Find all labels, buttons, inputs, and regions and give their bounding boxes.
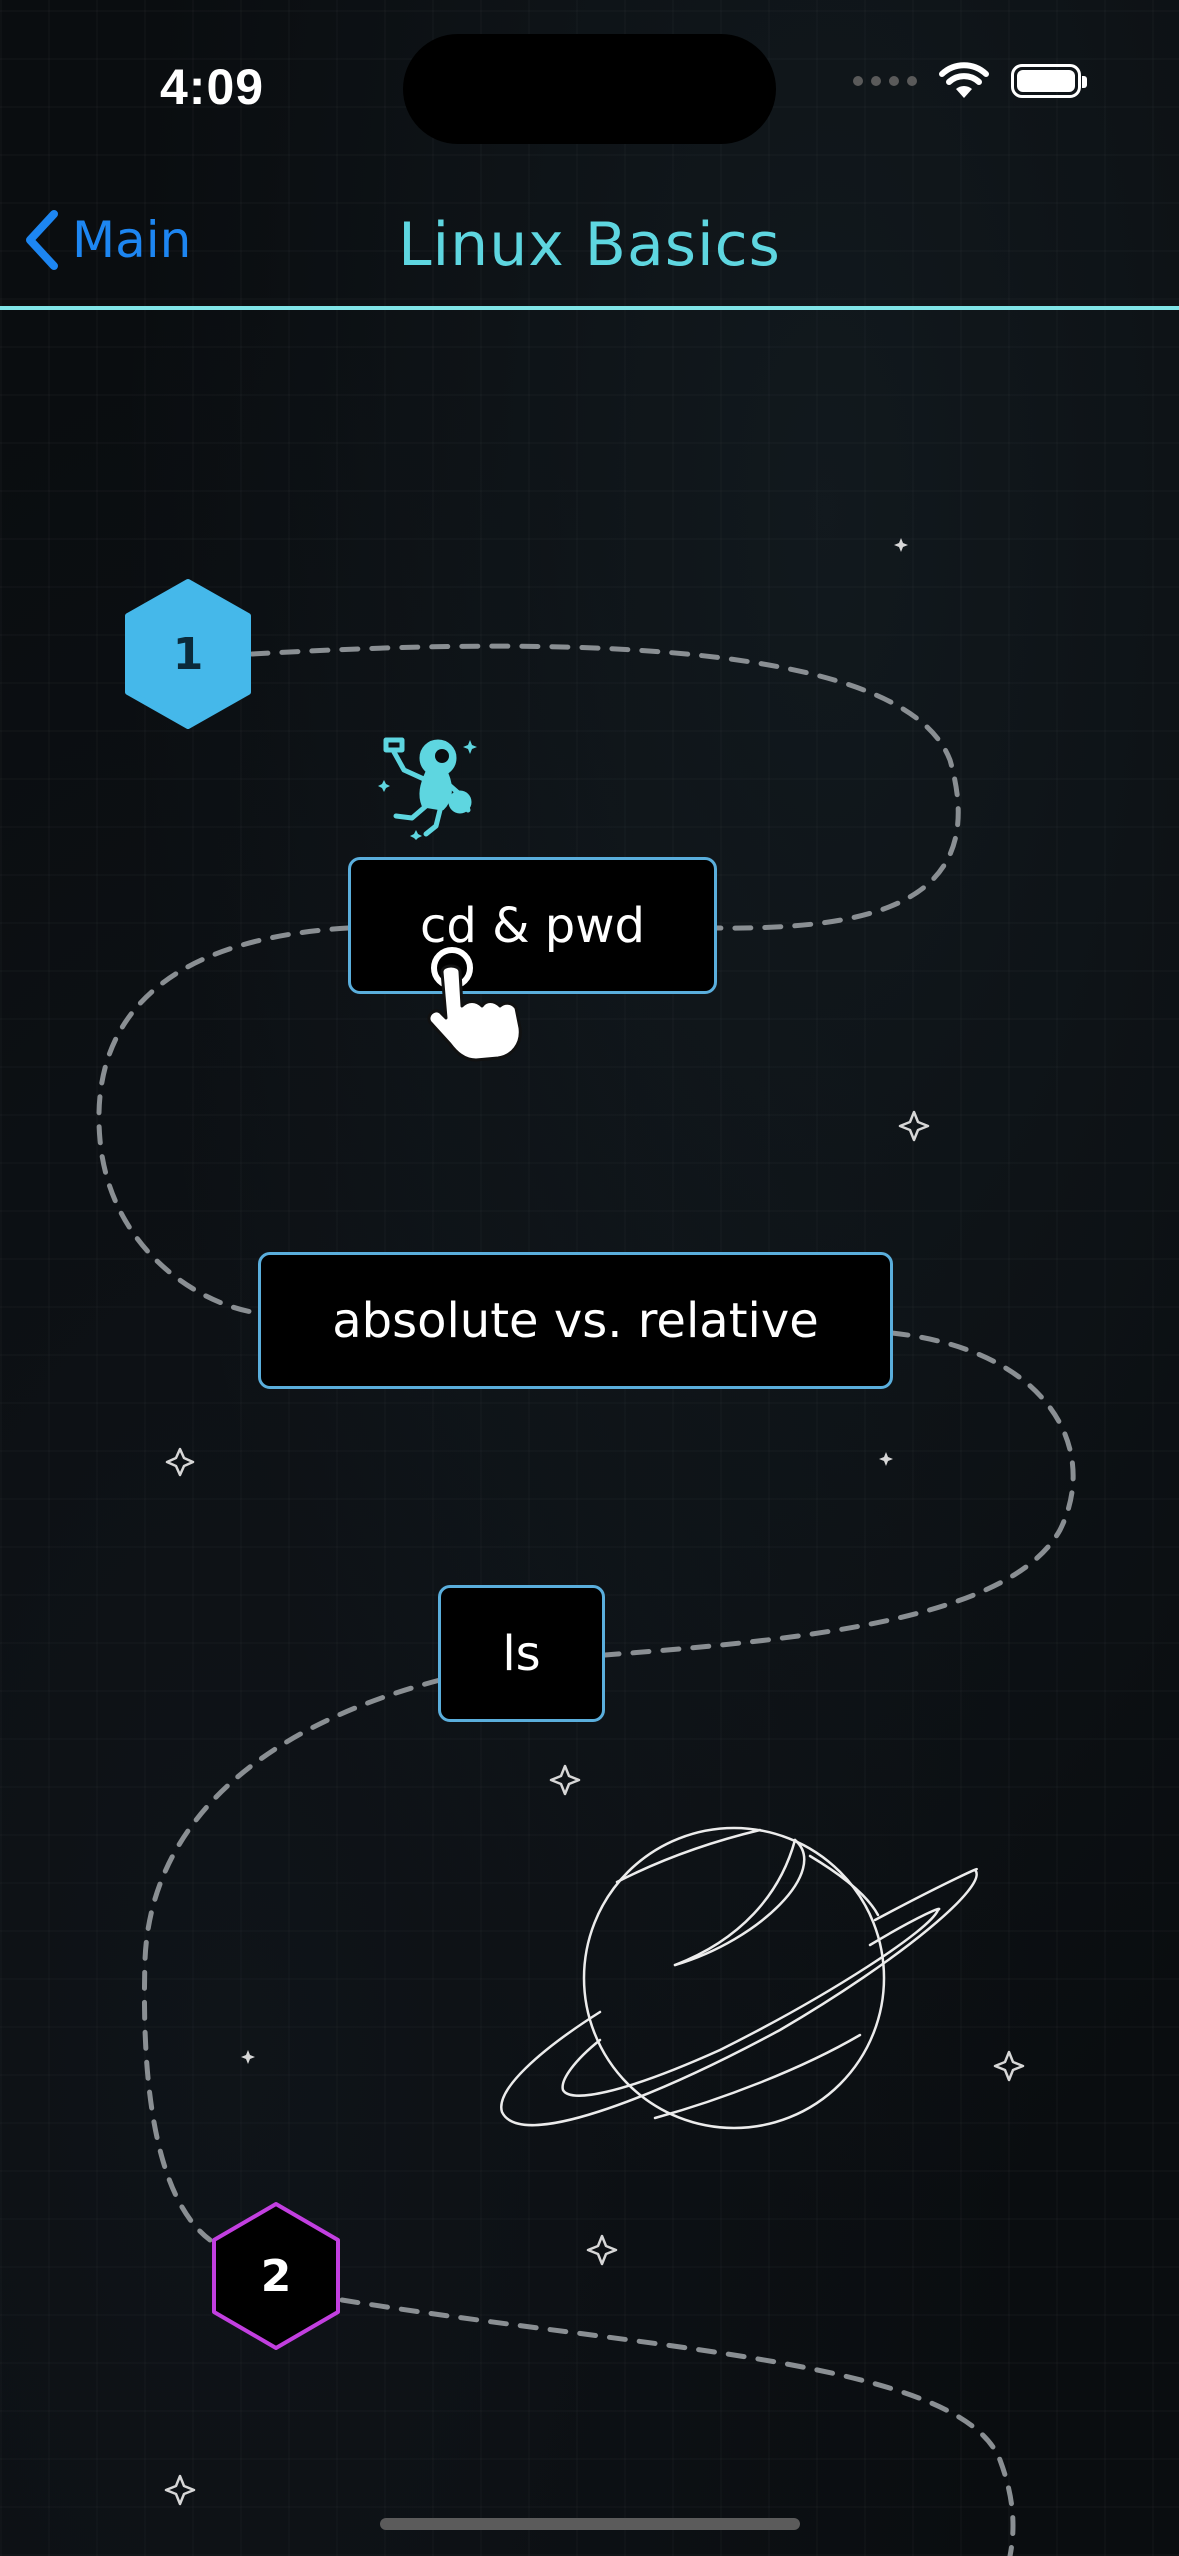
unit-1-number: 1 <box>172 628 204 680</box>
path-segment-lesson1-to-lesson2 <box>96 925 351 1316</box>
path-segment-lesson2-to-lesson3 <box>602 1330 1076 1658</box>
sparkle-icon <box>164 2474 196 2506</box>
wifi-icon <box>939 62 989 98</box>
lesson-card-absolute-vs-relative[interactable]: absolute vs. relative <box>258 1252 893 1389</box>
back-button[interactable]: Main <box>22 208 191 272</box>
unit-1-badge[interactable]: 1 <box>120 578 256 730</box>
unit-2-badge[interactable]: 2 <box>208 2200 344 2352</box>
lesson-card-ls[interactable]: ls <box>438 1585 605 1722</box>
sparkle-icon <box>894 538 908 552</box>
sparkle-icon <box>549 1764 581 1796</box>
hexagon-icon <box>212 2202 340 2350</box>
status-time: 4:09 <box>160 59 265 115</box>
planet-icon <box>500 1826 978 2130</box>
sparkle-icon <box>898 1110 930 1142</box>
nav-divider <box>0 306 1179 310</box>
astronaut-icon <box>378 737 477 840</box>
home-indicator[interactable] <box>380 2518 800 2530</box>
page-title: Linux Basics <box>398 210 781 280</box>
path-segment-lesson3-to-unit2 <box>141 1677 443 2243</box>
lesson-card-label: absolute vs. relative <box>332 1292 819 1349</box>
hexagon-icon <box>125 579 251 729</box>
lesson-card-label: ls <box>502 1625 541 1682</box>
battery-icon <box>1011 64 1087 98</box>
chevron-left-icon <box>26 210 58 270</box>
cellular-signal-icon <box>853 76 917 86</box>
back-button-label: Main <box>72 211 192 269</box>
sparkle-icon <box>993 2050 1025 2082</box>
dynamic-island <box>403 34 776 144</box>
lesson-card-label: cd & pwd <box>420 897 645 954</box>
lesson-card-cd-pwd[interactable]: cd & pwd <box>348 857 717 994</box>
status-indicators <box>853 62 1087 100</box>
sparkle-icon <box>241 2050 255 2064</box>
unit-2-number: 2 <box>260 2250 292 2302</box>
sparkle-icon <box>586 2234 618 2266</box>
tap-hand-icon <box>427 947 522 1062</box>
sparkle-icon <box>165 1447 195 1477</box>
path-segment-unit2-onward <box>339 2297 1016 2556</box>
sparkle-icon <box>879 1452 893 1466</box>
